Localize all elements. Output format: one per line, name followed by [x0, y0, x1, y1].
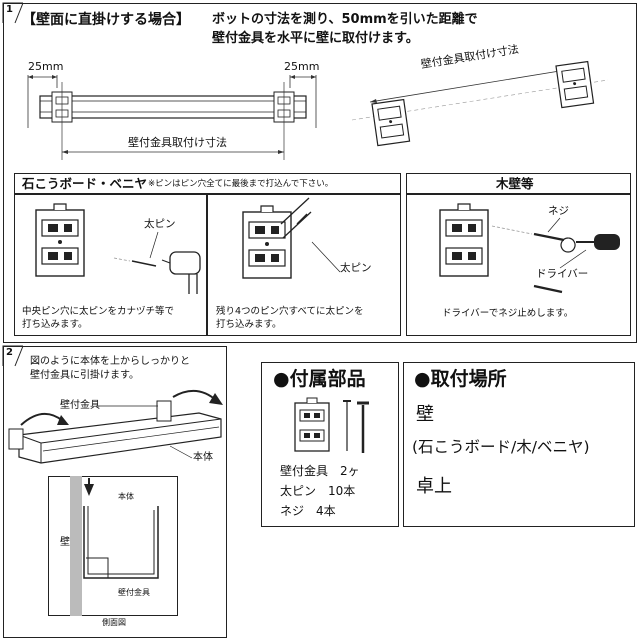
dim-left-label: 25mm: [28, 60, 64, 73]
step1-instruction-2: 壁付金具を水平に壁に取付けます。: [212, 31, 419, 46]
wood-driver-label: ドライバー: [536, 268, 589, 280]
bar-dimension-diagram: [27, 75, 317, 160]
plaster-note: ※ピンはピン穴全てに最後まで打込んで下さい。: [148, 179, 334, 189]
wood-caption: ドライバーでネジ止めします。: [442, 308, 574, 319]
step2-mount-illustration: [8, 390, 223, 464]
plaster-panel: [14, 173, 401, 336]
step2-body-label: 本体: [193, 452, 213, 463]
parts-title: ●付属部品: [273, 368, 366, 390]
side-view-frame: [48, 476, 178, 616]
wall-brackets-diagram: [351, 60, 609, 147]
plaster-pin-label: 太ピン: [144, 218, 176, 230]
step2-number-corner: [2, 345, 24, 367]
location-title: ●取付場所: [414, 368, 507, 390]
wood-screw-label: ネジ: [548, 205, 569, 217]
parts-illustration: [294, 397, 369, 453]
location-line-3: 卓上: [416, 476, 452, 497]
plaster-caption-right-2: 打ち込みます。: [216, 319, 282, 330]
step2-instruction-1: 図のように本体を上からしっかりと: [30, 356, 190, 367]
plaster-right-illustration: [242, 197, 312, 279]
step1-number-corner: [2, 2, 24, 24]
plaster-caption-right-1: 残り4つのピン穴すべてに太ピンを: [216, 306, 364, 317]
location-panel: [403, 362, 635, 527]
dim-bottom-label: 壁付金具取付け寸法: [128, 136, 227, 149]
wood-illustration: [439, 203, 620, 294]
side-view-caption: 側面図: [102, 618, 126, 627]
side-view-wall-label: 壁: [60, 537, 70, 548]
location-line-1: 壁: [416, 404, 434, 425]
plaster-title: 石こうボード・ベニヤ: [22, 176, 148, 191]
wood-title: 木壁等: [496, 176, 534, 191]
side-view-body-label: 本体: [118, 492, 134, 501]
parts-line-3: ネジ 4本: [280, 504, 336, 518]
plaster-panel-divider: [14, 193, 401, 195]
parts-line-1: 壁付金具 2ヶ: [280, 464, 360, 478]
wood-panel-divider: [406, 193, 631, 195]
step2-bracket-label: 壁付金具: [60, 400, 100, 411]
side-view-bracket-label: 壁付金具: [118, 588, 150, 597]
step1-heading: 【壁面に直掛けする場合】: [22, 12, 190, 28]
side-view-illustration: [70, 476, 159, 616]
dim-right-label: 25mm: [284, 60, 320, 73]
parts-panel: [261, 362, 399, 527]
step2-instruction-2: 壁付金具に引掛けます。: [30, 370, 139, 381]
location-line-2: (石こうボード/木/ベニヤ): [412, 438, 590, 456]
plaster-pin-label-right: 太ピン: [340, 262, 372, 274]
plaster-caption-left-2: 打ち込みます。: [22, 319, 88, 330]
plaster-left-illustration: [35, 203, 201, 294]
plaster-caption-left-1: 中央ピン穴に太ピンをカナヅチ等で: [22, 306, 175, 317]
parts-line-2: 太ピン 10本: [280, 484, 356, 498]
plaster-panel-col-divider: [206, 193, 208, 336]
step1-instruction-1: ボットの寸法を測り、50mmを引いた距離で: [212, 12, 478, 27]
step2-number: 2: [6, 347, 13, 358]
step1-number: 1: [6, 4, 13, 15]
